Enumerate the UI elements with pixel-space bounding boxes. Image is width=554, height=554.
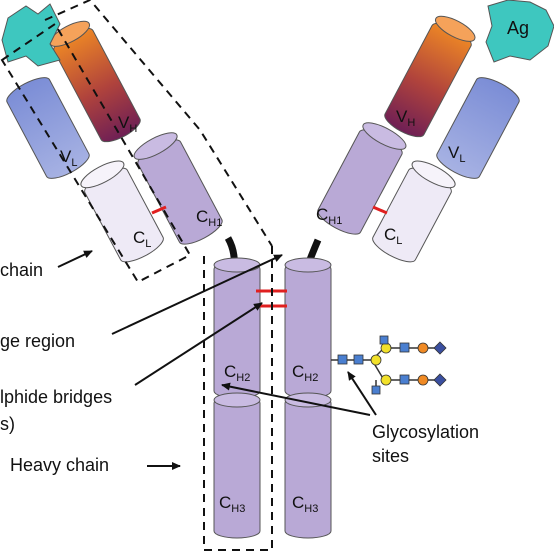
ch3-left-label: CH3 (219, 493, 245, 515)
annotation-arrows (57, 250, 377, 470)
glycan-square (337, 354, 348, 365)
glycan-circle (417, 374, 429, 386)
ch3-right-label: CH3 (292, 493, 318, 515)
ch1-right-label: CH1 (316, 205, 342, 227)
ch2-left-label: CH2 (224, 362, 250, 384)
arrow-glycosylation-left (221, 382, 371, 416)
ch2-right-label: CH2 (292, 362, 318, 384)
vl-right-label: VL (448, 143, 465, 165)
arrow-light-chain (57, 250, 93, 268)
glycan-diamond (433, 373, 447, 387)
ch1-right-domain (317, 122, 407, 235)
arrow-disulphide (134, 302, 263, 386)
ch3-left-domain (213, 392, 261, 539)
glycan-square (353, 354, 364, 365)
heavy-chain-box-lower (203, 246, 273, 551)
antigen-right (485, 0, 554, 63)
glycan-circle (417, 342, 429, 354)
glycan-square (399, 374, 410, 385)
glycan-square (379, 335, 389, 345)
cl-right-label: CL (384, 225, 402, 247)
glycan-chain (331, 335, 447, 395)
glycan-circle (380, 342, 392, 354)
glycan-diamond (433, 341, 447, 355)
ch1-left-domain (133, 132, 223, 245)
glycan-circle (380, 374, 392, 386)
hinge-region-label: ge region (0, 331, 75, 351)
glycan-circle (370, 354, 382, 366)
glycan-square (371, 385, 381, 395)
vh-right-domain (384, 15, 476, 138)
cl-left-label: CL (133, 228, 151, 250)
glycosylation-sites-label: sites (372, 446, 409, 466)
arrow-hinge-region (111, 254, 283, 335)
cl-left-domain (80, 160, 164, 263)
vl-right-domain (436, 77, 520, 179)
vh-left-domain (49, 20, 141, 143)
right-arm: VH CH1 VL CL Ag (316, 0, 554, 263)
disulphide-bridge-right-arm (372, 205, 388, 215)
disulphide-bridge-left-arm (151, 205, 167, 215)
disulphide-bridges-label-2: s) (0, 414, 15, 434)
arrow-glycosylation-right (347, 371, 377, 416)
antigen-label: Ag (507, 18, 529, 38)
ch2-right-domain (284, 257, 332, 399)
ch2-left-domain (213, 257, 261, 399)
light-chain-box (0, 22, 192, 284)
vh-left-label: VH (118, 113, 137, 135)
glycosylation-label: Glycosylation (372, 422, 479, 442)
antigen-left (1, 3, 61, 67)
heavy-chain-box-upper (44, 0, 273, 247)
ch3-right-domain (284, 392, 332, 539)
left-arm: VH CH1 VL CL (0, 0, 273, 284)
fc-stem: CH2 CH2 CH3 CH3 (203, 246, 332, 551)
cl-right-domain (372, 160, 456, 263)
light-chain-label: chain (0, 260, 43, 280)
disulphide-bridges-label: lphide bridges (0, 387, 112, 407)
glycan-square (399, 342, 410, 353)
heavy-chain-label: Heavy chain (10, 455, 109, 475)
vh-right-label: VH (396, 107, 415, 129)
ch1-left-label: CH1 (196, 207, 222, 229)
